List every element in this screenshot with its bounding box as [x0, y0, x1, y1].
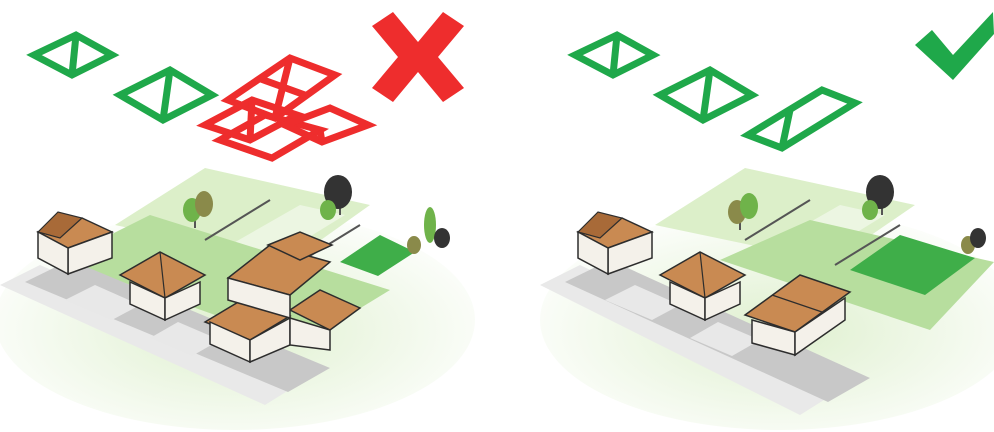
footprint-oversized — [196, 54, 378, 162]
footprint-small-1 — [26, 31, 120, 79]
right-house-modest — [743, 274, 852, 357]
footprint-small-3 — [567, 31, 661, 79]
check-icon — [915, 12, 994, 80]
left-house-oversized — [203, 231, 362, 364]
left-panel — [0, 12, 475, 430]
right-house-1 — [576, 211, 654, 276]
cross-icon — [372, 12, 464, 102]
right-house-2 — [658, 251, 747, 322]
left-house-1 — [36, 211, 114, 276]
footprint-modest — [740, 86, 863, 152]
left-trees — [183, 175, 450, 254]
right-panel — [540, 12, 994, 430]
right-trees — [728, 175, 986, 254]
footprint-small-2 — [112, 66, 220, 124]
left-house-2 — [118, 251, 207, 322]
footprint-small-4 — [652, 66, 760, 124]
